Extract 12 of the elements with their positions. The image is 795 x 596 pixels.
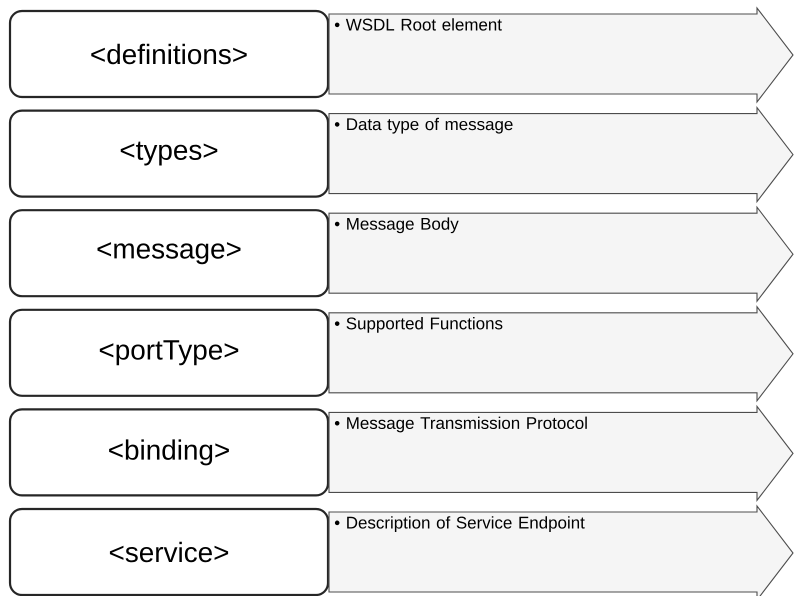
arrow-banner: • WSDL Root element [328, 6, 794, 104]
arrow-banner: • Data type of message [328, 106, 794, 204]
arrow-banner: • Supported Functions [328, 305, 794, 402]
arrow-banner: • Message Transmission Protocol [328, 404, 794, 502]
arrow-banner: • Description of Service Endpoint [328, 504, 794, 596]
element-box: <portType> [8, 308, 330, 397]
element-box: <service> [8, 508, 330, 596]
element-box: <binding> [8, 408, 330, 496]
element-box: <types> [8, 110, 330, 198]
element-box: <message> [8, 209, 330, 298]
arrow-banner: • Message Body [328, 206, 794, 303]
element-box: <definitions> [8, 10, 330, 98]
